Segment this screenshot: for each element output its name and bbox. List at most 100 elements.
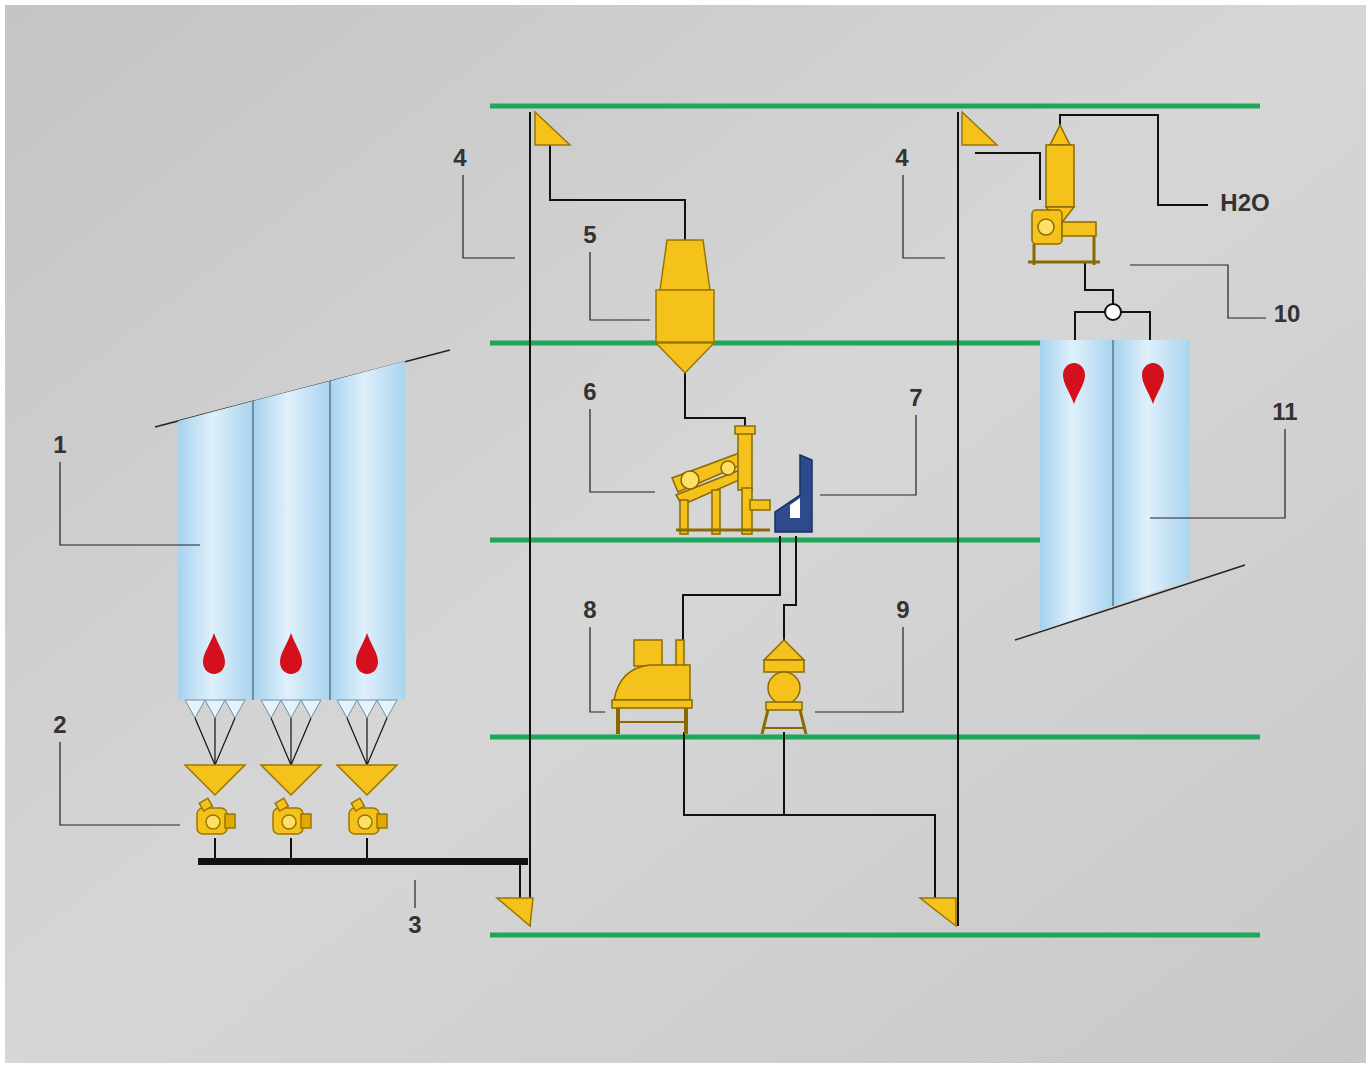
hopper-funnels [337, 765, 397, 795]
callout-number: 6 [583, 380, 596, 404]
hopper-funnels [261, 765, 321, 795]
raw-grain-silos [178, 401, 253, 700]
flaking-mill [721, 461, 735, 475]
filter-hopper [656, 240, 714, 373]
process-pipes [1121, 312, 1150, 340]
outlet-pipe [215, 718, 235, 765]
raw-grain-silos [280, 633, 302, 674]
flaking-mill [735, 426, 755, 434]
silo-outlet [281, 700, 301, 718]
silo-outlet [337, 700, 357, 718]
leader-lines [60, 175, 1285, 908]
conditioning-silos [1015, 340, 1245, 640]
conditioning-silos [1112, 340, 1114, 606]
outlet-pipe [347, 718, 367, 765]
raw-grain-silos [203, 633, 225, 674]
distribution-valve [1105, 304, 1121, 320]
filter-hopper [660, 240, 710, 290]
process-pipes [975, 153, 1040, 200]
flaking-mill [712, 490, 720, 534]
leader-lines [414, 880, 415, 908]
feeders [197, 798, 235, 834]
leader-lines [590, 627, 605, 712]
filter-hopper [656, 290, 714, 342]
cooler [764, 660, 804, 672]
dampener [1032, 210, 1062, 244]
silo-outlet [261, 700, 281, 718]
process-pipes [1075, 312, 1105, 340]
process-pipes [1060, 115, 1208, 205]
elevator-heads [497, 112, 997, 926]
process-pipes [684, 732, 935, 898]
flaking-mill [672, 426, 770, 534]
floor-lines [490, 104, 1260, 109]
raw-grain-silos [356, 633, 378, 674]
dampener [1062, 222, 1096, 236]
dampener [1050, 125, 1070, 145]
elevator-heads [535, 112, 570, 145]
filter-hopper [656, 343, 714, 373]
outlet-pipe [214, 718, 215, 765]
silo-outlets [185, 700, 397, 765]
cooler [764, 640, 804, 660]
outlet-pipe [367, 718, 387, 765]
raw-grain-silos [329, 381, 331, 700]
raw-grain-silos [253, 381, 330, 700]
outlet-pipe [271, 718, 291, 765]
silo-outlet [357, 700, 377, 718]
process-pipes [550, 145, 685, 240]
process-pipes [685, 372, 745, 432]
flaking-mill [676, 529, 770, 532]
cooler [762, 640, 806, 734]
callout-number: 5 [583, 223, 596, 247]
flaking-mill [738, 432, 752, 490]
callout-number: 11 [1272, 400, 1297, 424]
conditioning-silos [1040, 340, 1113, 631]
elevator-heads [920, 898, 956, 926]
flaking-mill [681, 471, 699, 489]
cleaning-machine [618, 721, 686, 723]
process-pipes [683, 536, 780, 645]
process-pipes [215, 112, 1208, 926]
callout-number: 3 [408, 913, 421, 937]
outlet-pipe [366, 718, 367, 765]
floor-lines [490, 106, 1260, 935]
process-pipes [783, 732, 785, 815]
leader-lines [590, 409, 655, 492]
elevator-heads [497, 898, 533, 926]
process-pipes [529, 112, 531, 926]
process-pipes [784, 536, 796, 640]
floor-lines [490, 735, 1260, 740]
leader-lines [590, 252, 650, 320]
dampener [1028, 125, 1100, 265]
separator [775, 455, 812, 532]
leader-lines [463, 175, 515, 258]
silo-outlet [301, 700, 321, 718]
leader-lines [1150, 429, 1285, 518]
outlet-pipe [291, 718, 311, 765]
callout-number: 8 [583, 598, 596, 622]
process-pipes [1085, 262, 1113, 304]
callout-number: 7 [909, 386, 922, 410]
conveyor [198, 858, 528, 865]
leader-lines [60, 462, 200, 545]
leader-lines [60, 742, 180, 825]
dampener [1038, 219, 1054, 235]
conditioning-silos [1142, 363, 1164, 404]
hopper-funnels [185, 765, 245, 795]
feeders [349, 798, 387, 834]
callout-number: 4 [453, 146, 466, 170]
separator-window [790, 498, 800, 518]
outlet-pipe [195, 718, 215, 765]
cooler [766, 702, 802, 710]
cooler [762, 710, 768, 734]
silo-outlet [377, 700, 397, 718]
hopper-funnels [185, 765, 397, 795]
callout-number: 9 [896, 598, 909, 622]
silo-outlet [185, 700, 205, 718]
silo-outlet [205, 700, 225, 718]
cleaning-machine [634, 640, 662, 666]
water-inlet-label: H2O [1220, 191, 1269, 215]
